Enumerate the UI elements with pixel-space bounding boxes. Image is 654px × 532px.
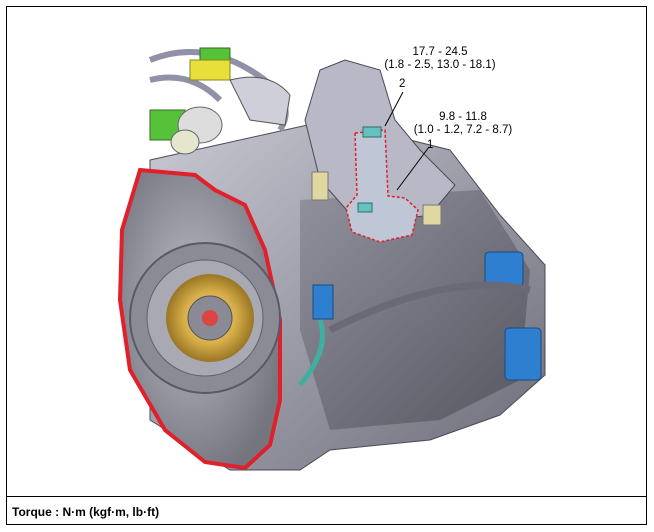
callout-2-torque: 17.7 - 24.5 (1.8 - 2.5, 13.0 - 18.1) (384, 46, 496, 71)
bell-housing (117, 167, 282, 471)
callout-2-number: 2 (399, 78, 406, 90)
highlighted-bracket (345, 126, 419, 243)
torque-units-note: Torque : N·m (kgf·m, lb·ft) (12, 505, 160, 519)
yellow-connector (189, 59, 231, 81)
callout-1-torque: 9.8 - 11.8 (1.0 - 1.2, 7.2 - 8.7) (413, 111, 513, 136)
blue-connectors (298, 251, 542, 387)
leader-line-1 (396, 146, 430, 191)
wiring-harness (148, 47, 442, 226)
leader-line-2 (384, 91, 404, 127)
footer-divider (6, 496, 647, 497)
callout-1-number: 1 (427, 139, 434, 151)
